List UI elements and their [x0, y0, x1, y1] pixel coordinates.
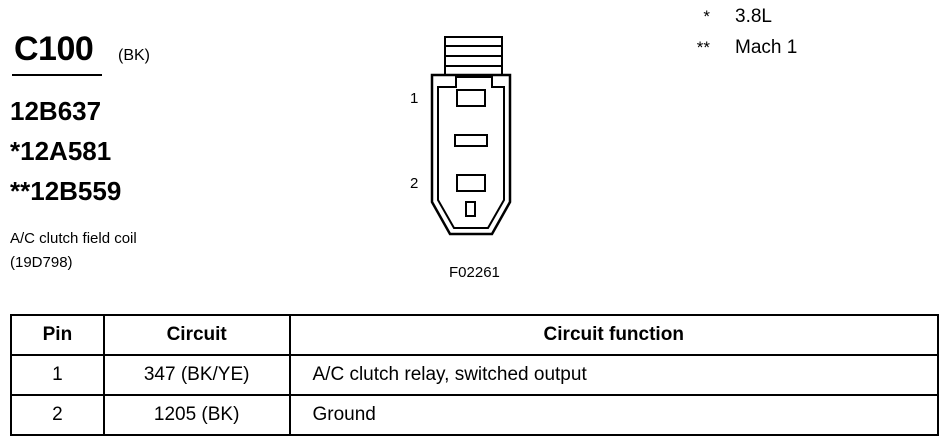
connector-id-underline [12, 74, 102, 76]
legend-marker: ** [696, 38, 710, 57]
pin-cell: 1 [10, 354, 105, 396]
connector-id: C100 [14, 30, 94, 68]
part-number: **12B559 [10, 176, 122, 206]
connector-latch [444, 36, 503, 78]
connector-center-rib [454, 134, 488, 147]
circuit-cell: 1205 (BK) [102, 394, 291, 436]
column-header-circuit-function: Circuit function [288, 314, 939, 356]
table-row: 2 1205 (BK) Ground [10, 394, 939, 436]
figure-code: F02261 [449, 264, 500, 281]
legend-text: Mach 1 [735, 37, 798, 58]
pin-1-cavity [456, 89, 486, 107]
connector-color: (BK) [118, 47, 150, 64]
pinout-table: Pin Circuit Circuit function 1 347 (BK/Y… [10, 314, 939, 436]
component-part-code: (19D798) [10, 254, 73, 271]
circuit-function-cell: Ground [288, 394, 939, 436]
connector-face-diagram: 1 2 [410, 36, 512, 236]
connector-housing-inner [437, 76, 505, 229]
component-description: A/C clutch field coil [10, 230, 137, 247]
pin-cell: 2 [10, 394, 105, 436]
legend-text: 3.8L [735, 6, 772, 27]
column-header-pin: Pin [10, 314, 105, 356]
circuit-function-cell: A/C clutch relay, switched output [288, 354, 939, 396]
table-header-row: Pin Circuit Circuit function [10, 314, 939, 356]
table-row: 1 347 (BK/YE) A/C clutch relay, switched… [10, 354, 939, 396]
pin-2-cavity [456, 174, 486, 192]
legend-marker: * [703, 7, 710, 26]
pin-label: 1 [410, 90, 418, 107]
part-number: 12B637 [10, 96, 102, 126]
circuit-cell: 347 (BK/YE) [102, 354, 291, 396]
connector-keyway [465, 201, 476, 217]
part-number: *12A581 [10, 136, 112, 166]
connector-housing-outer [430, 73, 512, 236]
pin-label: 2 [410, 175, 418, 192]
column-header-circuit: Circuit [102, 314, 291, 356]
